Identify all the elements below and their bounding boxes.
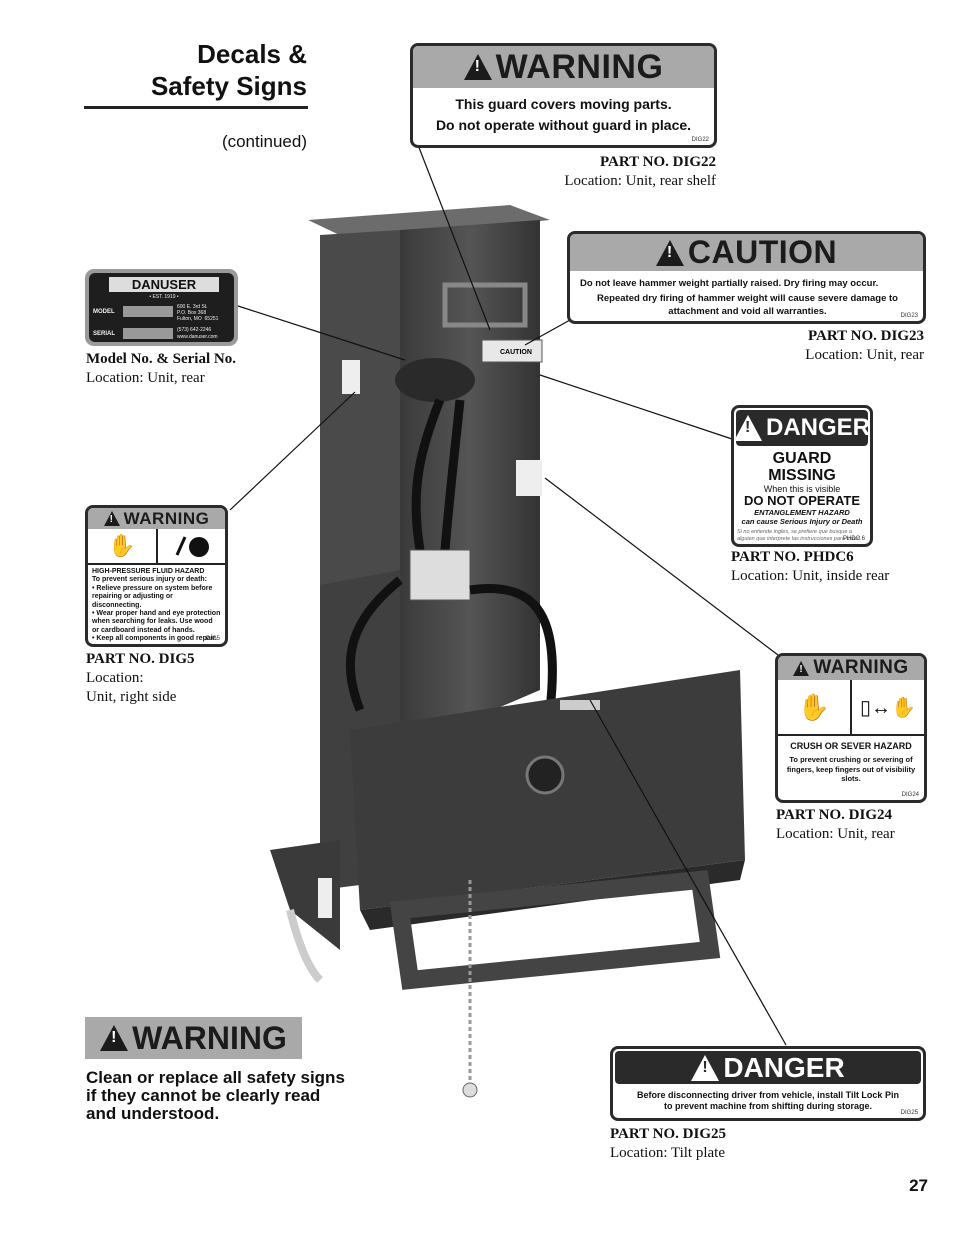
dig22-line-2: Do not operate without guard in place. [435,117,692,133]
crush-hand-icon: ✋ [778,680,852,734]
decal-dig5: WARNING ✋ HIGH-PRESSURE FLUID HAZARD To … [85,505,228,647]
general-warning-text: Clean or replace all safety signs if the… [86,1068,345,1123]
face-shield-icon [158,529,226,563]
continued-label: (continued) [221,132,307,151]
warning-triangle-icon [793,660,810,676]
danger-triangle-icon [691,1054,720,1081]
dig23-line-2: Repeated dry firing of hammer weight wil… [597,293,898,317]
dig22-caption: PART NO. DIG22 Location: Unit, rear shel… [564,154,716,189]
dig24-header: WARNING [778,656,924,680]
dig5-pictograms: ✋ [88,529,225,565]
decal-dig24: WARNING ✋ ▯↔✋ CRUSH OR SEVER HAZARD To p… [775,653,927,803]
phdc6-caption: PART NO. PHDC6 Location: Unit, inside re… [731,549,890,584]
dig24-code: DIG24 [901,792,919,798]
general-warning-banner: WARNING [85,1017,302,1059]
serial-field [123,328,173,339]
title-divider [84,106,308,109]
model-serial-plate: DANUSER • EST. 1919 • MODEL SERIAL 600 E… [85,269,238,346]
dig24-pictograms: ✋ ▯↔✋ [778,680,924,736]
decal-phdc6: DANGER GUARD MISSING When this is visibl… [731,405,873,547]
dig25-header: DANGER [615,1051,921,1084]
dig5-caption: PART NO. DIG5 Location: Unit, right side [86,651,195,705]
dig23-code: DIG23 [900,313,918,319]
page-number: 27 [909,1176,928,1195]
caution-triangle-icon [655,239,684,266]
hand-injection-icon: ✋ [88,529,158,563]
warning-triangle-icon [463,54,492,80]
dig23-caption: PART NO. DIG23 Location: Unit, rear [805,328,924,363]
title-line-1: Decals & [197,39,307,69]
dig25-code: DIG25 [900,1110,918,1116]
model-serial-caption: Model No. & Serial No. Location: Unit, r… [86,351,236,386]
warning-triangle-icon [103,511,120,526]
decal-dig23: CAUTION Do not leave hammer weight parti… [567,231,926,324]
dig5-header: WARNING [88,508,225,529]
dig22-line-1: This guard covers moving parts. [455,96,672,112]
dig23-line-1: Do not leave hammer weight partially rai… [580,278,879,289]
decal-dig25: DANGER Before disconnecting driver from … [610,1046,926,1121]
dig22-code: DIG22 [691,137,709,143]
dig22-header: WARNING [413,46,714,88]
serial-label: SERIAL [93,331,116,337]
dig24-caption: PART NO. DIG24 Location: Unit, rear [776,807,895,842]
decal-dig22: WARNING This guard covers moving parts. … [410,43,717,148]
phdc6-code: PHDC 6 [842,536,865,542]
phdc6-header: DANGER [734,410,870,446]
danuser-logo: DANUSER [109,277,219,292]
title-line-2: Safety Signs [150,71,307,101]
model-field [123,306,173,317]
machine-caution-decal: CAUTION [500,349,532,356]
dig5-code: DIG5 [205,636,220,642]
post-driver-illustration: CAUTION [270,205,745,1098]
dig25-caption: PART NO. DIG25 Location: Tilt plate [610,1126,727,1161]
dig23-header: CAUTION [570,234,923,271]
keep-away-icon: ▯↔✋ [860,696,916,719]
model-label: MODEL [93,309,115,315]
page-title: Decals & Safety Signs [47,38,307,102]
warning-triangle-icon [100,1025,129,1051]
danger-triangle-icon [734,415,762,441]
